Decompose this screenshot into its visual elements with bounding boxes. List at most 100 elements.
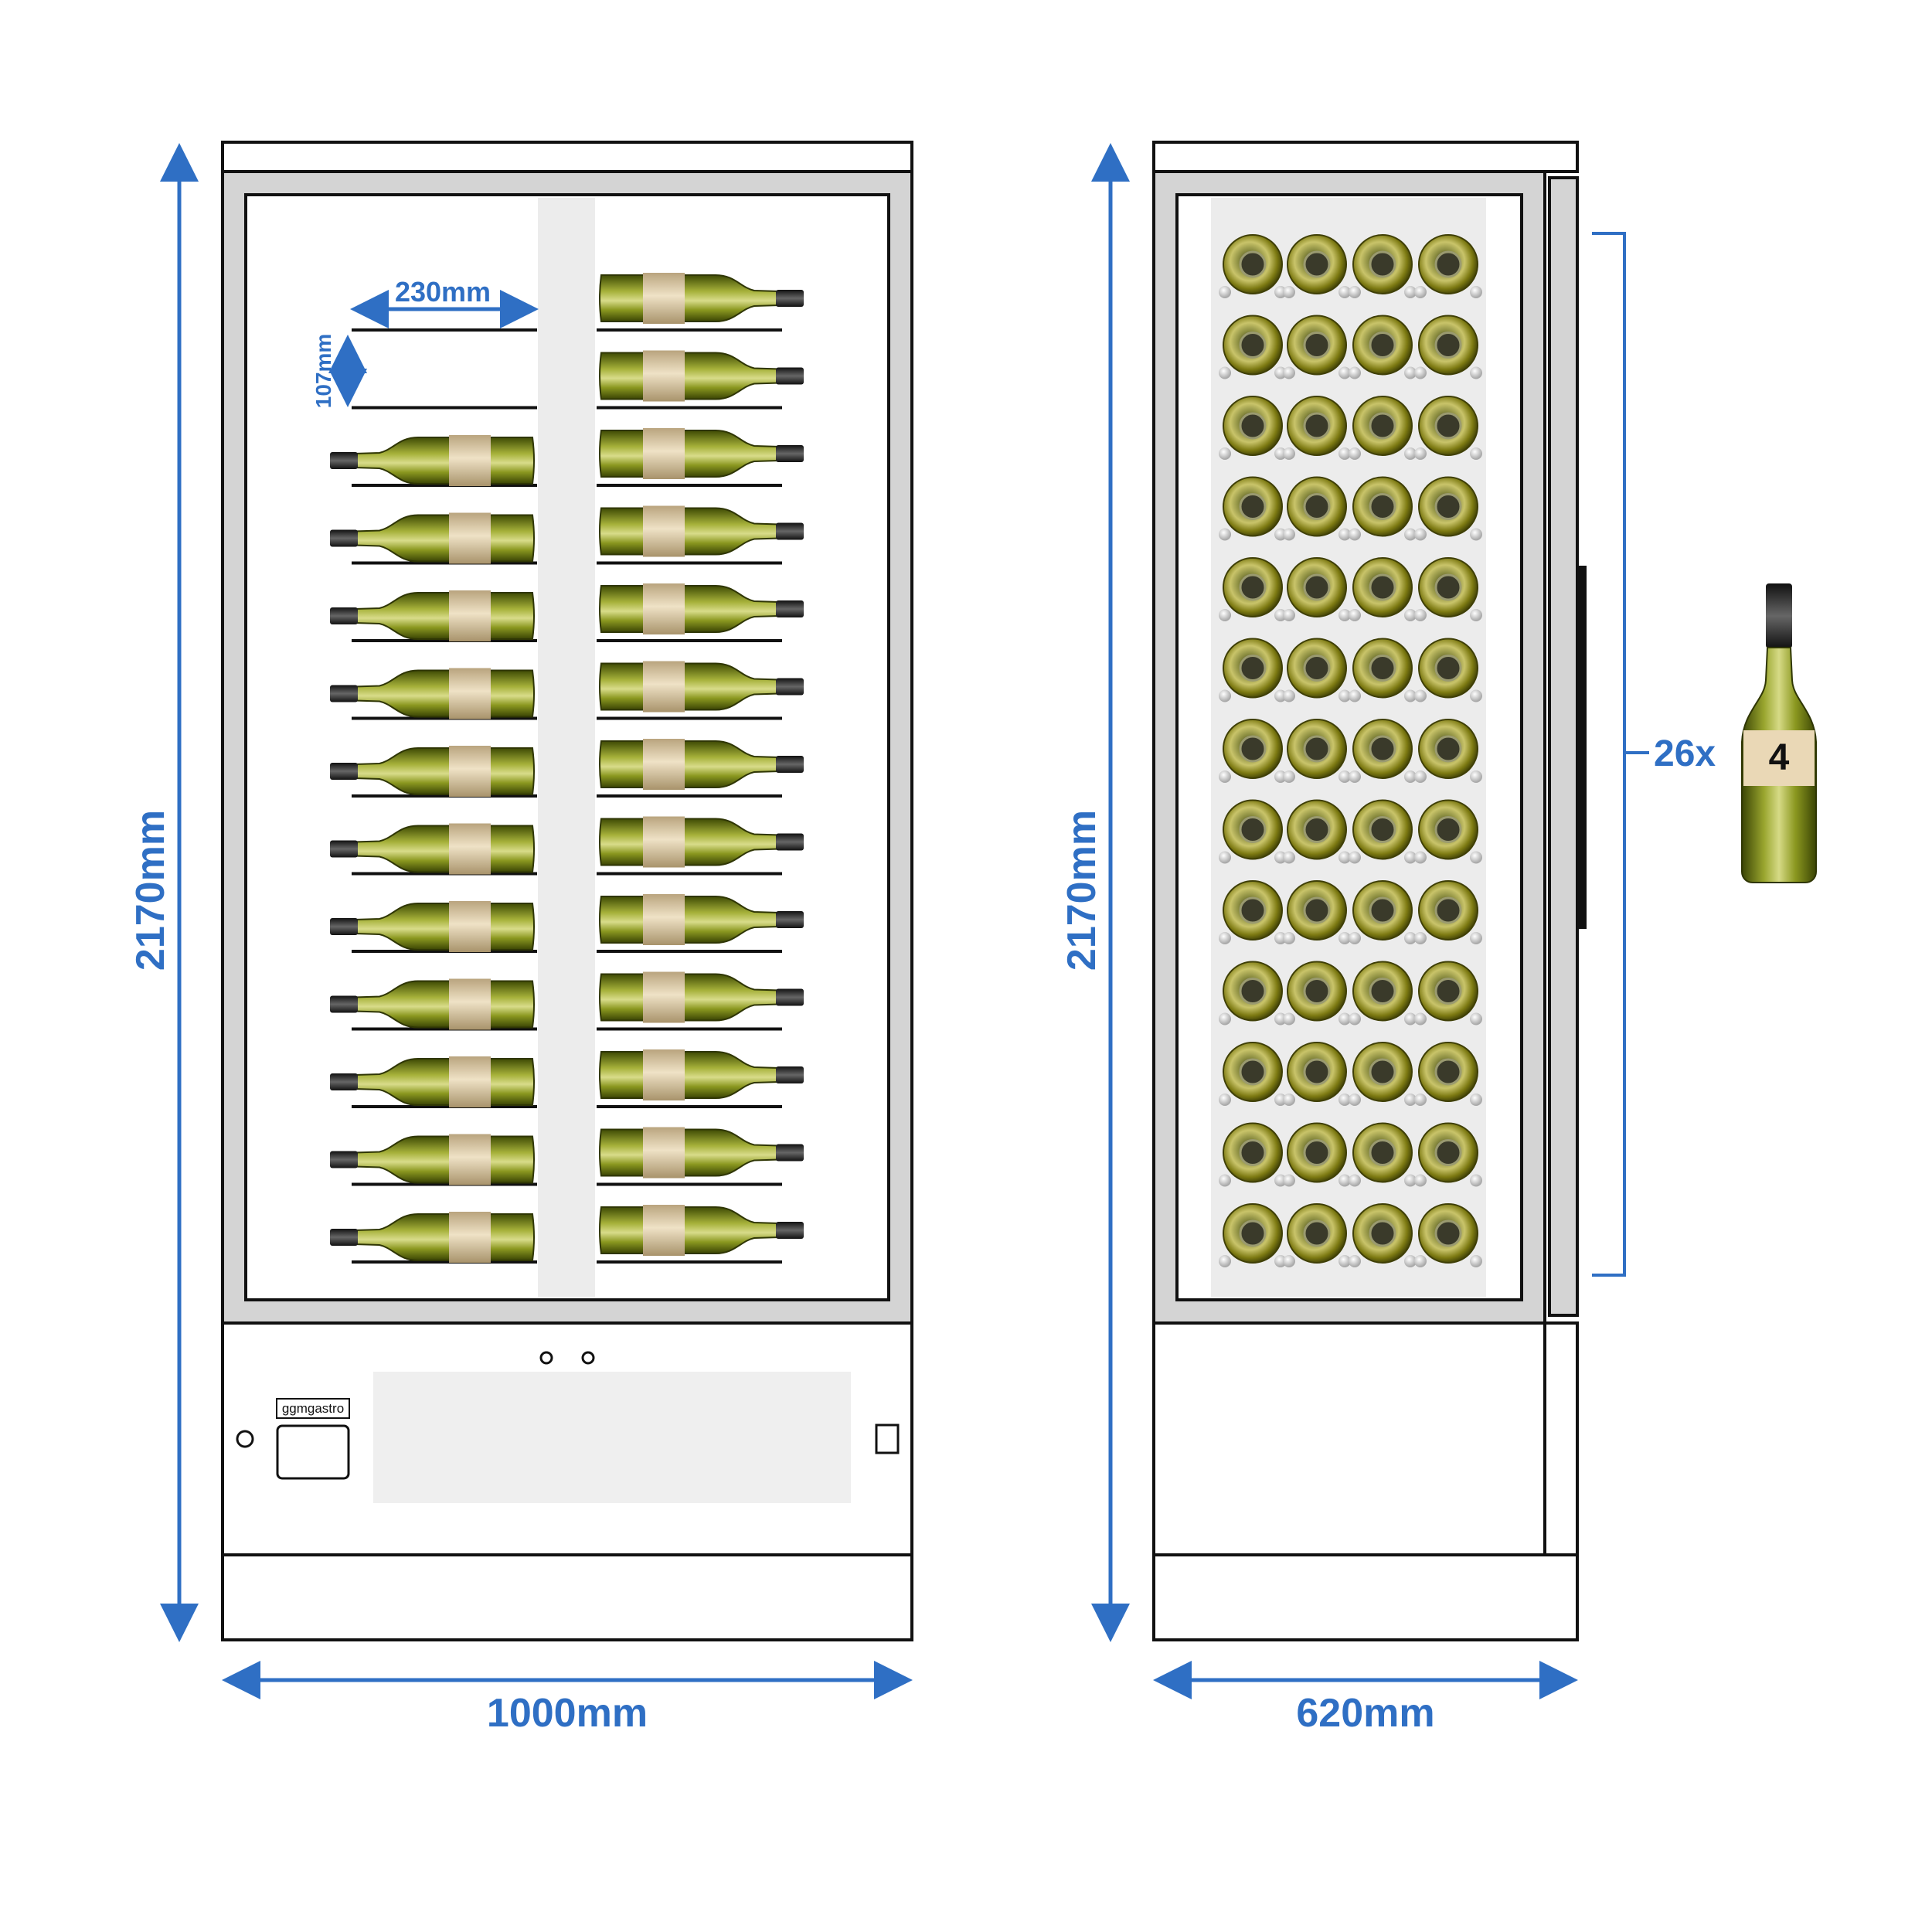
rack-roller <box>1349 689 1361 702</box>
rack-roller <box>1274 366 1287 379</box>
bottle-cap <box>776 1066 804 1083</box>
rack-roller <box>1338 1094 1351 1106</box>
bottle-label <box>643 971 685 1023</box>
indicator-light-right <box>581 1351 595 1365</box>
rack-roller <box>1349 286 1361 298</box>
bottle-cap <box>330 1229 358 1246</box>
bottle-cap <box>330 452 358 469</box>
rack-roller <box>1470 609 1482 621</box>
rack-roller <box>1338 932 1351 944</box>
rack-roller <box>1274 1174 1287 1187</box>
bottle-mouth <box>1434 332 1462 359</box>
rack-roller <box>1404 609 1417 621</box>
front-bottle <box>330 668 535 719</box>
front-bottles <box>330 273 804 1263</box>
bottle-mouth <box>1239 978 1267 1005</box>
bottle-mouth <box>1369 412 1396 440</box>
rack-roller <box>1349 1255 1361 1267</box>
lock-icon[interactable] <box>236 1430 254 1448</box>
rack-roller <box>1274 1255 1287 1267</box>
bottle-mouth <box>1369 332 1396 359</box>
rack-roller <box>1349 1174 1361 1187</box>
front-bottle <box>330 978 535 1030</box>
bottle-cap <box>330 1151 358 1168</box>
bottle-mouth <box>1303 655 1331 682</box>
bottle-cap <box>776 833 804 851</box>
rack-roller <box>1349 1094 1361 1106</box>
front-bottle <box>330 1212 535 1263</box>
bottle-mouth <box>1239 1139 1267 1166</box>
bottle-label <box>449 512 491 564</box>
power-switch[interactable] <box>875 1423 900 1454</box>
rack-roller <box>1470 851 1482 864</box>
rack-roller <box>1349 528 1361 541</box>
rack-roller <box>1349 447 1361 460</box>
bottle-mouth <box>1239 655 1267 682</box>
rack-roller <box>1404 1174 1417 1187</box>
rack-roller <box>1404 1094 1417 1106</box>
bottle-mouth <box>1239 412 1267 440</box>
bottle-label <box>449 1212 491 1263</box>
bottle-cap <box>330 529 358 547</box>
bottle-mouth <box>1303 412 1331 440</box>
rack-roller <box>1274 851 1287 864</box>
bottle-label <box>449 901 491 952</box>
front-view: ggmgastro 230mm 107mm 2170mm 1000mm <box>128 141 913 1736</box>
bottle-mouth <box>1239 493 1267 520</box>
bottle-mouth <box>1239 1058 1267 1086</box>
bottle-mouth <box>1303 816 1331 843</box>
rack-roller <box>1283 1094 1295 1106</box>
rack-roller <box>1274 1012 1287 1026</box>
bottle-mouth <box>1303 1219 1331 1247</box>
front-bottle <box>330 901 535 952</box>
rack-roller <box>1470 286 1482 298</box>
rack-roller <box>1404 770 1417 783</box>
bottle-mouth <box>1434 816 1462 843</box>
rack-roller <box>1470 447 1482 460</box>
rack-roller <box>1470 1094 1482 1106</box>
front-width-label: 1000mm <box>487 1691 648 1736</box>
front-bottle <box>599 428 804 479</box>
side-width-label: 620mm <box>1296 1691 1434 1736</box>
bottle-mouth <box>1369 573 1396 601</box>
rack-roller <box>1414 770 1427 783</box>
rack-roller <box>1219 528 1231 541</box>
rack-roller <box>1274 689 1287 702</box>
rack-roller <box>1274 528 1287 541</box>
front-bottle <box>599 1127 804 1179</box>
bottle-label <box>643 816 685 868</box>
bottle-label <box>449 1056 491 1107</box>
rack-roller <box>1349 366 1361 379</box>
bottle-cap <box>776 522 804 540</box>
bottle-label <box>643 505 685 557</box>
side-top-cap <box>1152 141 1579 173</box>
rack-roller <box>1414 1094 1427 1106</box>
bottle-cap <box>330 607 358 624</box>
bottle-mouth <box>1434 1058 1462 1086</box>
rack-roller <box>1283 366 1295 379</box>
bottle-label <box>1743 730 1815 786</box>
rack-roller <box>1219 447 1231 460</box>
front-bottle <box>599 661 804 713</box>
bottle-mouth <box>1369 978 1396 1005</box>
rack-roller <box>1470 932 1482 944</box>
bottle-mouth <box>1303 573 1331 601</box>
front-bottle <box>330 746 535 797</box>
front-bottle <box>599 739 804 790</box>
control-display[interactable] <box>276 1424 350 1480</box>
bottle-mouth <box>1303 978 1331 1005</box>
front-bottle <box>599 1049 804 1100</box>
bottle-label <box>643 661 685 713</box>
bottle-mouth <box>1303 735 1331 763</box>
rack-roller <box>1404 689 1417 702</box>
bottle-mouth <box>1434 735 1462 763</box>
rack-roller <box>1338 447 1351 460</box>
rack-roller <box>1349 1012 1361 1026</box>
rack-roller <box>1219 1255 1231 1267</box>
door-handle[interactable] <box>1577 566 1587 929</box>
bottle-mouth <box>1369 1058 1396 1086</box>
rack-roller <box>1219 1012 1231 1026</box>
front-bottle <box>599 273 804 324</box>
bottle-label <box>643 894 685 945</box>
